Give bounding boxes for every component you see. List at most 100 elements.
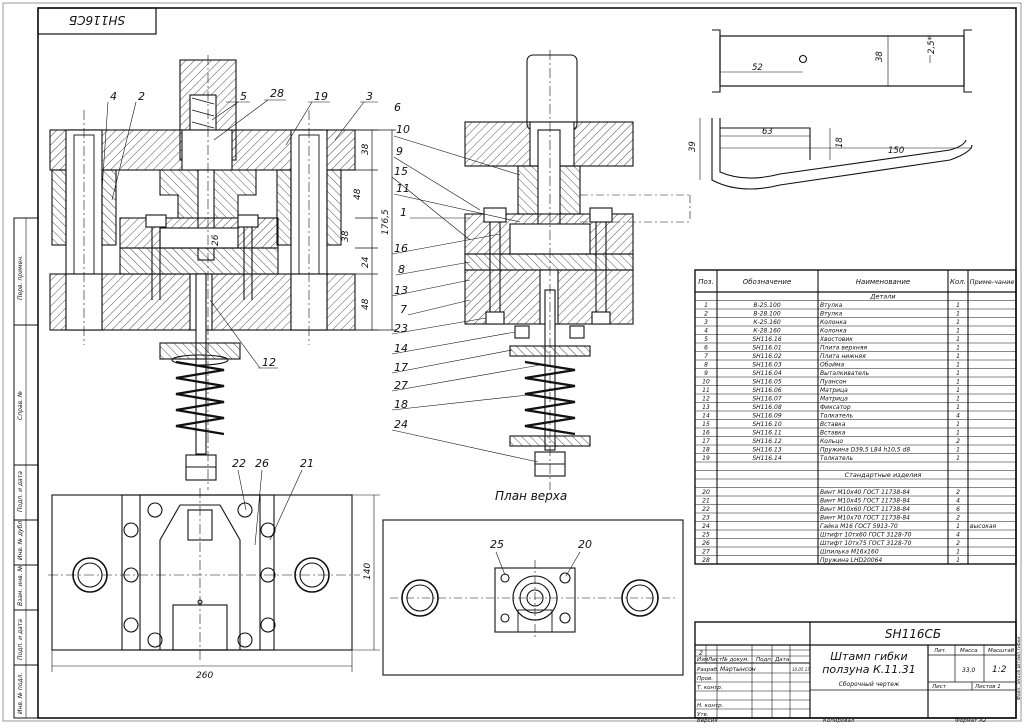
spec-row-pos: 5 <box>704 336 708 343</box>
spec-row-qty: 1 <box>956 557 960 564</box>
spec-row-qty: 1 <box>956 328 960 335</box>
plan2-leaders <box>495 551 581 577</box>
callout-15: 15 <box>394 165 408 178</box>
spec-row-pos: 1 <box>704 302 708 309</box>
callout-19: 19 <box>314 90 328 103</box>
spec-row-qty: 4 <box>956 413 960 420</box>
spec-row-name: Штифт 10тх75 ГОСТ 3128-70 <box>820 540 912 547</box>
dim-39: 39 <box>688 141 698 152</box>
spec-row-designation: SH116.16 <box>752 336 781 343</box>
spec-row-pos: 21 <box>702 498 710 505</box>
tkontr-label: Т. контр. <box>697 685 723 691</box>
spec-row-pos: 22 <box>702 506 710 513</box>
spec-row-pos: 10 <box>702 379 710 386</box>
spec-row-designation: SH116.05 <box>752 379 781 386</box>
spec-row-name: Толкатель <box>820 455 853 462</box>
spec-row-designation: SH116.11 <box>752 430 781 437</box>
spec-row-pos: 28 <box>702 557 710 564</box>
razrab-name: Мартынсон <box>720 666 756 673</box>
spec-row-name: Винт М10х45 ГОСТ 11738-84 <box>820 498 910 505</box>
spec-row-designation: SH116.10 <box>752 421 781 428</box>
front-dimensions <box>355 129 396 331</box>
spec-row-designation: SH116.13 <box>752 447 781 454</box>
spec-row-qty: 1 <box>956 455 960 462</box>
spec-row-qty: 1 <box>956 345 960 352</box>
spec-row-qty: 1 <box>956 549 960 556</box>
spec-row-name: Матрица <box>820 396 848 403</box>
spec-row-pos: 26 <box>702 540 710 547</box>
spec-row-name: Обойма <box>820 362 845 369</box>
mass-value: 33,0 <box>962 667 976 674</box>
callout-12: 12 <box>262 356 276 369</box>
callout-3: 3 <box>366 90 373 103</box>
detail-dim-labels: 52 38 2,5* 63 18 150 39 <box>688 36 937 156</box>
spec-row-designation: SH116.02 <box>752 353 781 360</box>
spec-row-designation: В-25.100 <box>753 302 780 309</box>
spec-row-qty: 1 <box>956 447 960 454</box>
plan2-callouts: 25 20 <box>490 538 592 551</box>
prov-label: Пров. <box>697 676 713 682</box>
rev-num: 2 <box>699 650 703 657</box>
spec-row-name: Выталкиватель <box>820 370 870 377</box>
spec-row-designation: SH116.03 <box>752 362 781 369</box>
spec-row-name: Хвостовик <box>819 336 853 343</box>
spec-row-pos: 6 <box>704 345 708 352</box>
lit-label: Лит. <box>933 648 947 654</box>
spec-section-title: Стандартные изделия <box>845 471 922 479</box>
col-list: Лист <box>707 657 723 663</box>
razrab-label: Разраб. <box>697 667 719 673</box>
title-block-text: SH116СБ Штамп гибки ползуна К.11.31 Сбор… <box>697 627 1022 724</box>
spec-hdr-pos: Поз. <box>698 278 714 286</box>
callout-1: 1 <box>400 206 407 219</box>
col-data: Дата <box>774 657 790 663</box>
plan-label: План верха <box>495 489 567 503</box>
side-stamp-1: Справ. № <box>17 391 24 420</box>
spec-row-qty: 4 <box>956 498 960 505</box>
copied-label: Копировал <box>823 718 855 724</box>
dim-24: 24 <box>361 256 371 268</box>
plan-dim-260: 260 <box>196 671 213 681</box>
dim-38-detail: 38 <box>875 51 885 62</box>
callout-24: 24 <box>394 418 408 431</box>
mirror-stamp-box <box>37 7 157 35</box>
callout-28: 28 <box>270 87 284 100</box>
spec-row-name: Плита нижняя <box>820 353 866 360</box>
side-callouts: 10 9 15 11 1 16 8 13 7 23 14 17 27 18 24 <box>394 123 410 431</box>
spec-row-qty: 1 <box>956 353 960 360</box>
spec-row-name: Колонка <box>820 319 847 326</box>
spec-row-pos: 15 <box>702 421 710 428</box>
spec-row-name: Вставка <box>820 430 846 437</box>
dim-18: 18 <box>835 137 845 148</box>
callout-7: 7 <box>400 303 407 316</box>
spec-row-qty: 1 <box>956 319 960 326</box>
spec-row-qty: 1 <box>956 387 960 394</box>
callout-5: 5 <box>240 90 247 103</box>
spec-row-qty: 1 <box>956 302 960 309</box>
dim-38-mid: 38 <box>341 230 351 242</box>
side-note: Файл: SH116 Штамп гибки <box>1016 637 1022 700</box>
spec-row-designation: SH116.09 <box>752 413 781 420</box>
spec-row-name: Винт М10х40 ГОСТ 11738-84 <box>820 489 910 496</box>
title-block <box>694 621 1017 719</box>
spec-row-designation: SH116.06 <box>752 387 781 394</box>
spec-row-designation: К-28.160 <box>753 328 781 335</box>
spec-row-designation: SH116.12 <box>752 438 781 445</box>
dim-26: 26 <box>211 234 221 246</box>
spec-row-name: Пружина LHD20064 <box>820 557 882 564</box>
nkontr-label: Н. контр. <box>697 703 724 709</box>
plan-leaders <box>237 469 303 546</box>
dim-176: 176,5 <box>381 209 391 235</box>
callout-25: 25 <box>490 538 504 551</box>
spec-row-pos: 23 <box>702 515 710 522</box>
sheet-label: Лист <box>931 684 947 690</box>
spec-row-name: Фиксатор <box>820 404 851 411</box>
front-leaders <box>101 99 378 369</box>
spec-row-qty: 1 <box>956 379 960 386</box>
dim-63: 63 <box>762 127 773 137</box>
side-stamp-column: Перв. примен. Справ. № Подп. и дата Инв.… <box>13 217 39 719</box>
front-dim-labels: 38 48 176,5 38 26 24 48 <box>211 143 391 310</box>
spec-hdr-qty: Кол. <box>950 278 966 286</box>
